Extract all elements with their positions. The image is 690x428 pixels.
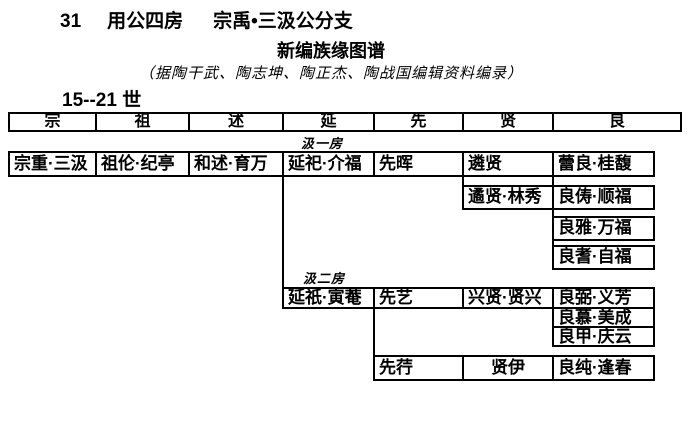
person-cell-s1r1-g15: 宗重·三汲 [14,154,88,173]
family-row-s2r4: 先荇 贤伊 良纯·逢春 [373,355,655,381]
header-cell-gen20: 贤 [462,114,552,130]
person-cell-s1r1-g19: 先晖 [373,153,462,175]
family-row-s2r1: 延祇·寅菴 先艺 兴贤·贤兴 良弼·义芳 [282,287,655,309]
header-cell-gen15: 宗 [44,114,61,130]
family-row-s1r2: 遹贤·林秀 良俦·顺福 [462,185,655,210]
heading-branch: 宗禹•三汲公分支 [213,11,353,32]
person-cell-s1r1-g18: 延祀·介福 [282,153,373,175]
person-cell-s2r1-g18: 延祇·寅菴 [288,289,362,307]
person-cell-s2r2-g21: 良慕·美成 [552,307,655,328]
person-cell-s1r1-g17: 和述·育万 [188,153,282,175]
header-cell-gen19: 先 [373,114,462,130]
person-cell-s2r1-g20: 兴贤·贤兴 [462,289,552,307]
person-cell-s2r4-g21: 良纯·逢春 [552,357,653,379]
person-cell-s2r4-g19: 先荇 [379,358,413,377]
person-cell-s2r4-g20: 贤伊 [462,357,552,379]
heading-number: 31 [60,11,82,32]
header-cell-gen21: 良 [552,114,680,130]
connector-line-gen18-branch2 [282,175,284,289]
branch-label-1: 汲一房 [301,136,344,151]
person-cell-s1r4-g21: 良耆·自福 [552,245,655,270]
person-cell-s2r3-g21: 良甲·庆云 [552,326,655,347]
person-cell-s2r1-g21: 良弼·义芳 [552,289,653,307]
heading-title: 用公四房 [107,11,184,32]
person-cell-s1r1-g16: 祖伦·纪亭 [95,153,188,175]
person-cell-s1r3-g21: 良雅·万福 [552,216,655,241]
header-cell-gen17: 述 [188,114,282,130]
header-cell-gen16: 祖 [95,114,188,130]
page-subtitle: 新编族缘图谱 [277,41,385,61]
branch-label-2: 汲二房 [303,271,346,286]
generation-range: 15--21 世 [62,90,142,111]
source-note: （据陶干武、陶志坤、陶正杰、陶战国编辑资料编录） [138,66,523,82]
person-cell-s1r2-g21: 良俦·顺福 [552,187,653,208]
family-row-s1r1: 宗重·三汲 祖伦·纪亭 和述·育万 延祀·介福 先晖 遴贤 蕾良·桂馥 [8,151,655,177]
connector-line-gen20-siblings [462,175,464,187]
page-heading: 31 用公四房 宗禹•三汲公分支 [60,6,353,33]
table-header-row: 宗 祖 述 延 先 贤 良 [8,112,682,132]
person-cell-s1r1-g20: 遴贤 [462,153,552,175]
header-cell-gen18: 延 [282,114,373,130]
person-cell-s2r1-g19: 先艺 [373,289,462,307]
connector-line-gen21-siblings [552,175,554,247]
person-cell-s1r1-g21: 蕾良·桂馥 [552,153,653,175]
connector-line-gen19-siblings [373,307,375,357]
person-cell-s1r2-g20: 遹贤·林秀 [468,187,542,206]
